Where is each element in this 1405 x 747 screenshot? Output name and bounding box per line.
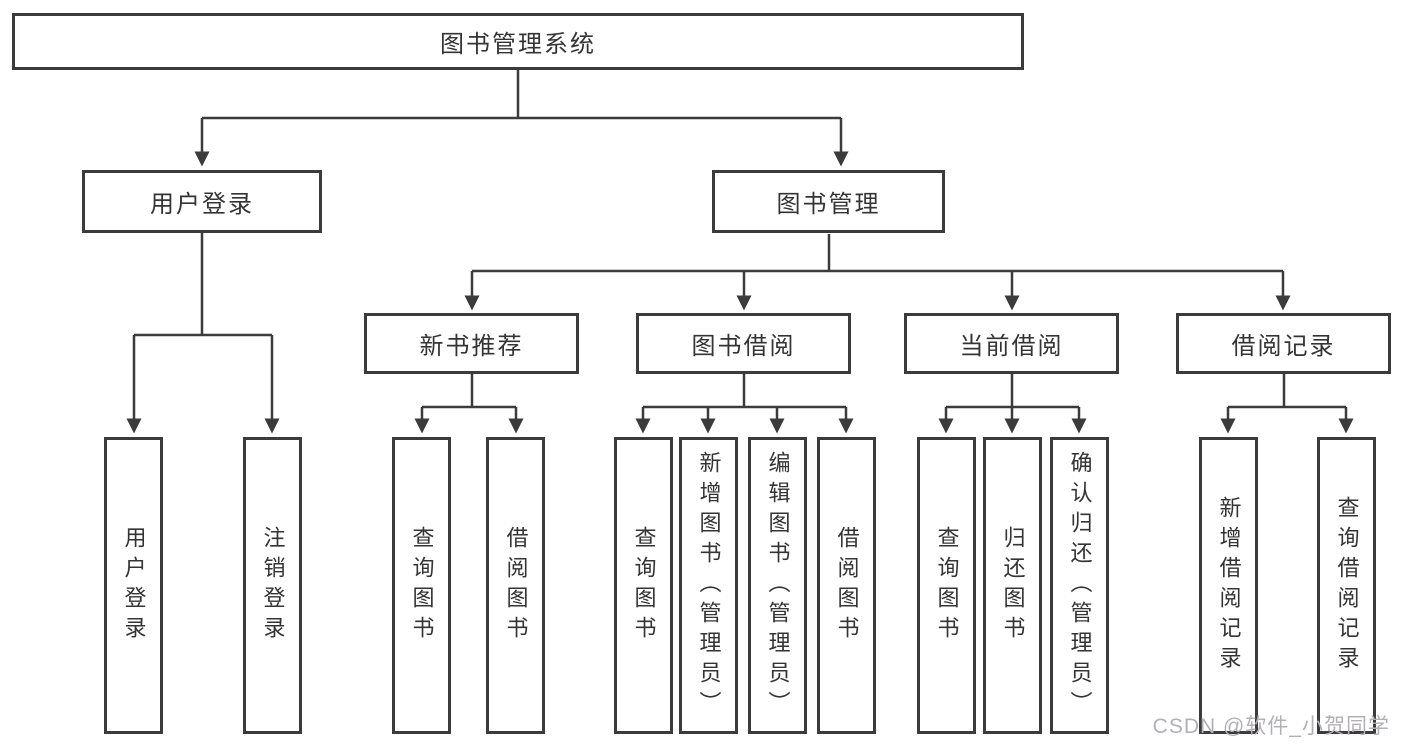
node-book-management: 图书管理 <box>712 170 945 233</box>
leaf-borrow-borrow-book: 借阅图书 <box>817 437 876 734</box>
leaf-borrow-edit-book-admin-label: 编辑图书（管理员） <box>765 450 791 721</box>
leaf-borrow-query-book-label: 查询图书 <box>631 525 657 646</box>
leaf-records-query-record: 查询借阅记录 <box>1317 437 1376 734</box>
node-root-system: 图书管理系统 <box>12 13 1024 70</box>
node-new-book-recommend: 新书推荐 <box>364 313 579 374</box>
leaf-borrow-edit-book-admin: 编辑图书（管理员） <box>748 437 807 734</box>
leaf-logout: 注销登录 <box>243 437 302 734</box>
leaf-recommend-query-book-label: 查询图书 <box>409 525 435 646</box>
leaf-records-add-record: 新增借阅记录 <box>1199 437 1258 734</box>
leaf-borrow-borrow-book-label: 借阅图书 <box>834 525 860 646</box>
node-current-borrow: 当前借阅 <box>904 313 1119 374</box>
leaf-recommend-borrow-book-label: 借阅图书 <box>503 525 529 646</box>
leaf-recommend-query-book: 查询图书 <box>392 437 451 734</box>
watermark: CSDN @软件_小贺同学 <box>1152 715 1390 738</box>
node-borrow-records: 借阅记录 <box>1176 313 1391 374</box>
leaf-borrow-add-book-admin: 新增图书（管理员） <box>679 437 738 734</box>
leaf-user-login-label: 用户登录 <box>121 525 147 646</box>
leaf-current-query-book: 查询图书 <box>917 437 976 734</box>
leaf-current-confirm-return-admin: 确认归还（管理员） <box>1050 437 1109 734</box>
leaf-borrow-query-book: 查询图书 <box>614 437 673 734</box>
leaf-current-return-book: 归还图书 <box>983 437 1042 734</box>
node-book-borrow: 图书借阅 <box>636 313 851 374</box>
leaf-logout-label: 注销登录 <box>260 525 286 646</box>
leaf-current-return-book-label: 归还图书 <box>1000 525 1026 646</box>
node-user-login: 用户登录 <box>82 170 322 233</box>
leaf-current-confirm-return-admin-label: 确认归还（管理员） <box>1067 450 1093 721</box>
leaf-records-query-record-label: 查询借阅记录 <box>1334 495 1360 676</box>
leaf-recommend-borrow-book: 借阅图书 <box>486 437 545 734</box>
leaf-current-query-book-label: 查询图书 <box>934 525 960 646</box>
leaf-records-add-record-label: 新增借阅记录 <box>1216 495 1242 676</box>
leaf-user-login: 用户登录 <box>104 437 163 734</box>
leaf-borrow-add-book-admin-label: 新增图书（管理员） <box>696 450 722 721</box>
